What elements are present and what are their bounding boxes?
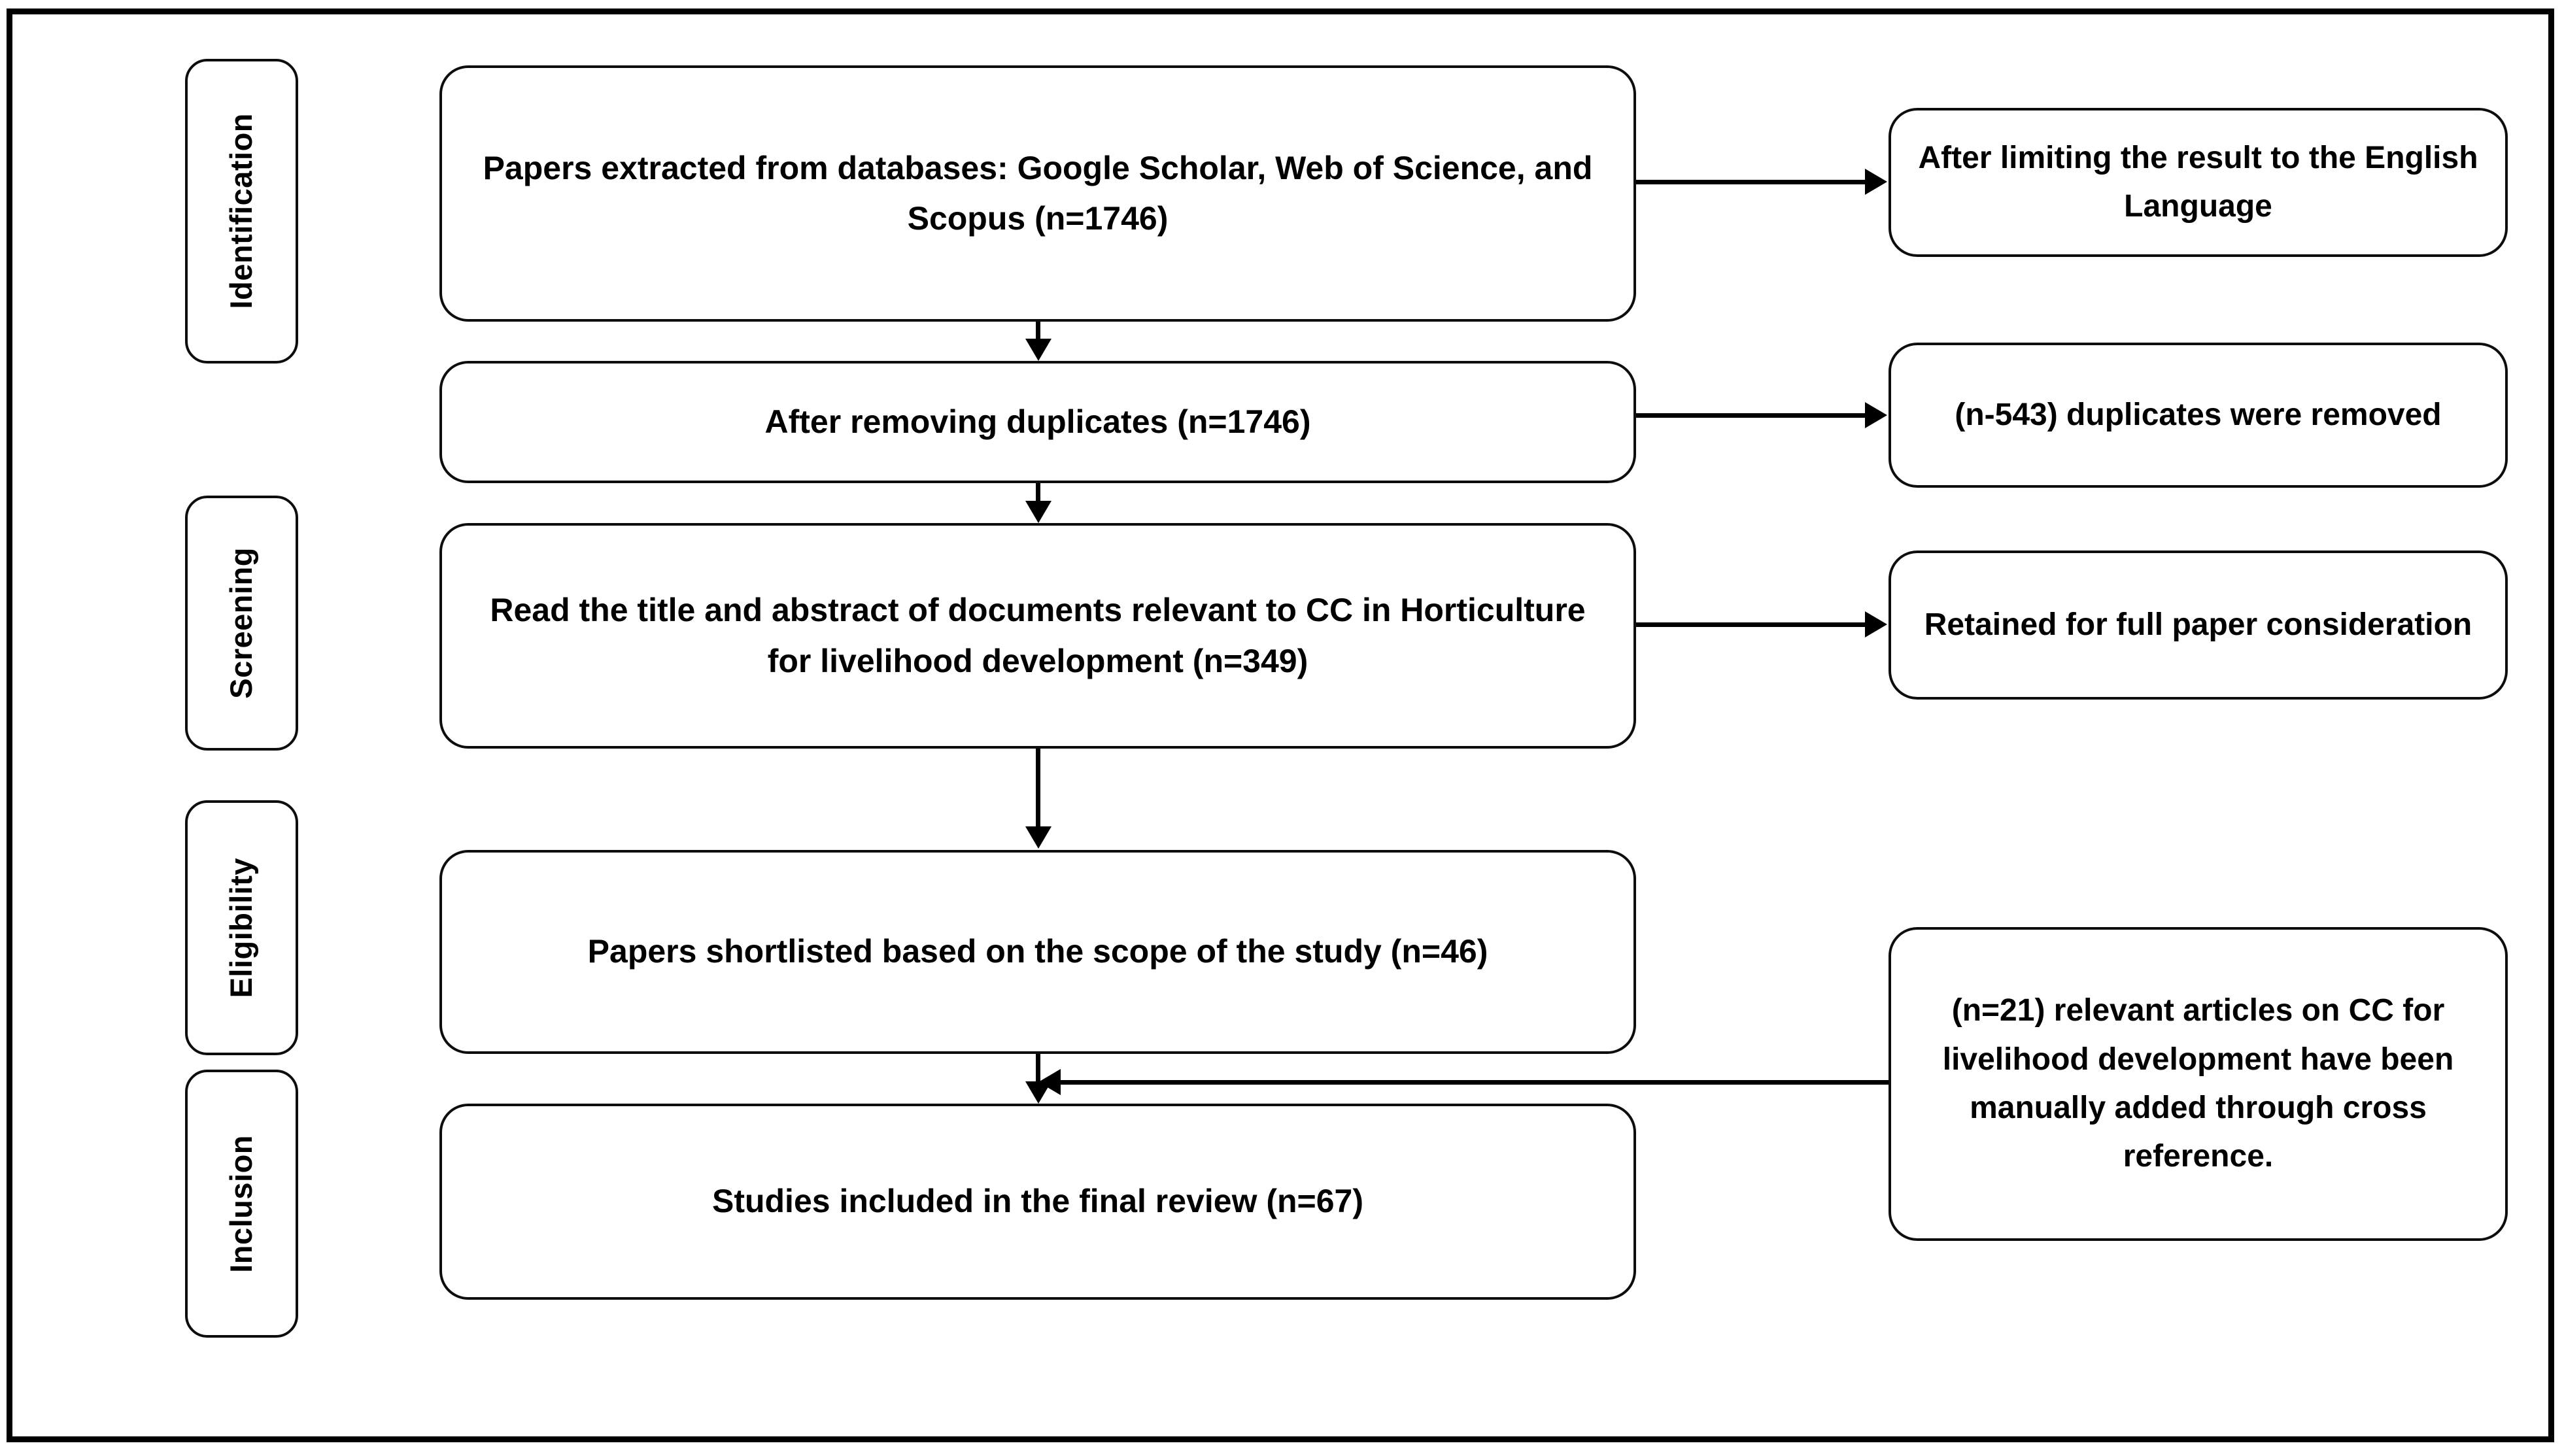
arrow-down-screening-to-shortlisted [1025, 826, 1051, 849]
main-box-records-identified: Papers extracted from databases: Google … [439, 65, 1636, 322]
stage-label-inclusion-text: Inclusion [224, 1134, 259, 1273]
main-box-papers-shortlisted: Papers shortlisted based on the scope of… [439, 850, 1636, 1054]
connector-line-identification-to-english-note [1636, 180, 1866, 184]
arrow-right-screening-to-retained-note [1865, 611, 1887, 637]
stage-label-screening-text: Screening [224, 547, 259, 699]
main-box-title-abstract-screened-text: Read the title and abstract of documents… [490, 592, 1586, 679]
stage-label-eligibility-text: Eligibility [224, 857, 259, 998]
connector-line-identification-to-duplicates [1036, 322, 1040, 343]
connector-line-duplicates-to-screening [1036, 483, 1040, 503]
arrow-right-duplicates-to-removed-note [1865, 402, 1887, 428]
main-box-title-abstract-screened: Read the title and abstract of documents… [439, 523, 1636, 749]
connector-line-screening-to-retained-note [1636, 622, 1866, 627]
side-box-english-language-limit-text: After limiting the result to the English… [1918, 140, 2478, 224]
main-box-records-identified-text: Papers extracted from databases: Google … [483, 149, 1593, 237]
main-box-studies-included-text: Studies included in the final review (n=… [711, 1183, 1364, 1220]
stage-label-identification: Identification [185, 59, 298, 364]
connector-line-cross-reference-to-included [1059, 1080, 1889, 1085]
arrow-right-identification-to-english-note [1865, 169, 1887, 195]
arrow-left-cross-reference-to-included [1038, 1069, 1061, 1095]
side-box-duplicates-removed-note: (n-543) duplicates were removed [1889, 343, 2508, 488]
stage-label-screening: Screening [185, 496, 298, 751]
side-box-retained-full-paper-text: Retained for full paper consideration [1924, 607, 2472, 642]
stage-label-identification-text: Identification [224, 113, 259, 309]
arrow-down-identification-to-duplicates [1025, 339, 1051, 361]
side-box-duplicates-removed-note-text: (n-543) duplicates were removed [1955, 397, 2442, 432]
stage-label-inclusion: Inclusion [185, 1070, 298, 1338]
side-box-retained-full-paper: Retained for full paper consideration [1889, 550, 2508, 700]
connector-line-shortlisted-to-included [1036, 1054, 1040, 1083]
main-box-studies-included: Studies included in the final review (n=… [439, 1104, 1636, 1300]
arrow-down-duplicates-to-screening [1025, 501, 1051, 523]
main-box-papers-shortlisted-text: Papers shortlisted based on the scope of… [587, 933, 1488, 970]
connector-line-duplicates-to-removed-note [1636, 413, 1866, 418]
side-box-cross-reference-additions: (n=21) relevant articles on CC for livel… [1889, 927, 2508, 1241]
main-box-after-duplicates-removed: After removing duplicates (n=1746) [439, 361, 1636, 483]
side-box-english-language-limit: After limiting the result to the English… [1889, 108, 2508, 257]
side-box-cross-reference-additions-text: (n=21) relevant articles on CC for livel… [1942, 993, 2454, 1174]
connector-line-screening-to-shortlisted [1036, 749, 1040, 828]
main-box-after-duplicates-removed-text: After removing duplicates (n=1746) [764, 403, 1311, 440]
stage-label-eligibility: Eligibility [185, 800, 298, 1055]
